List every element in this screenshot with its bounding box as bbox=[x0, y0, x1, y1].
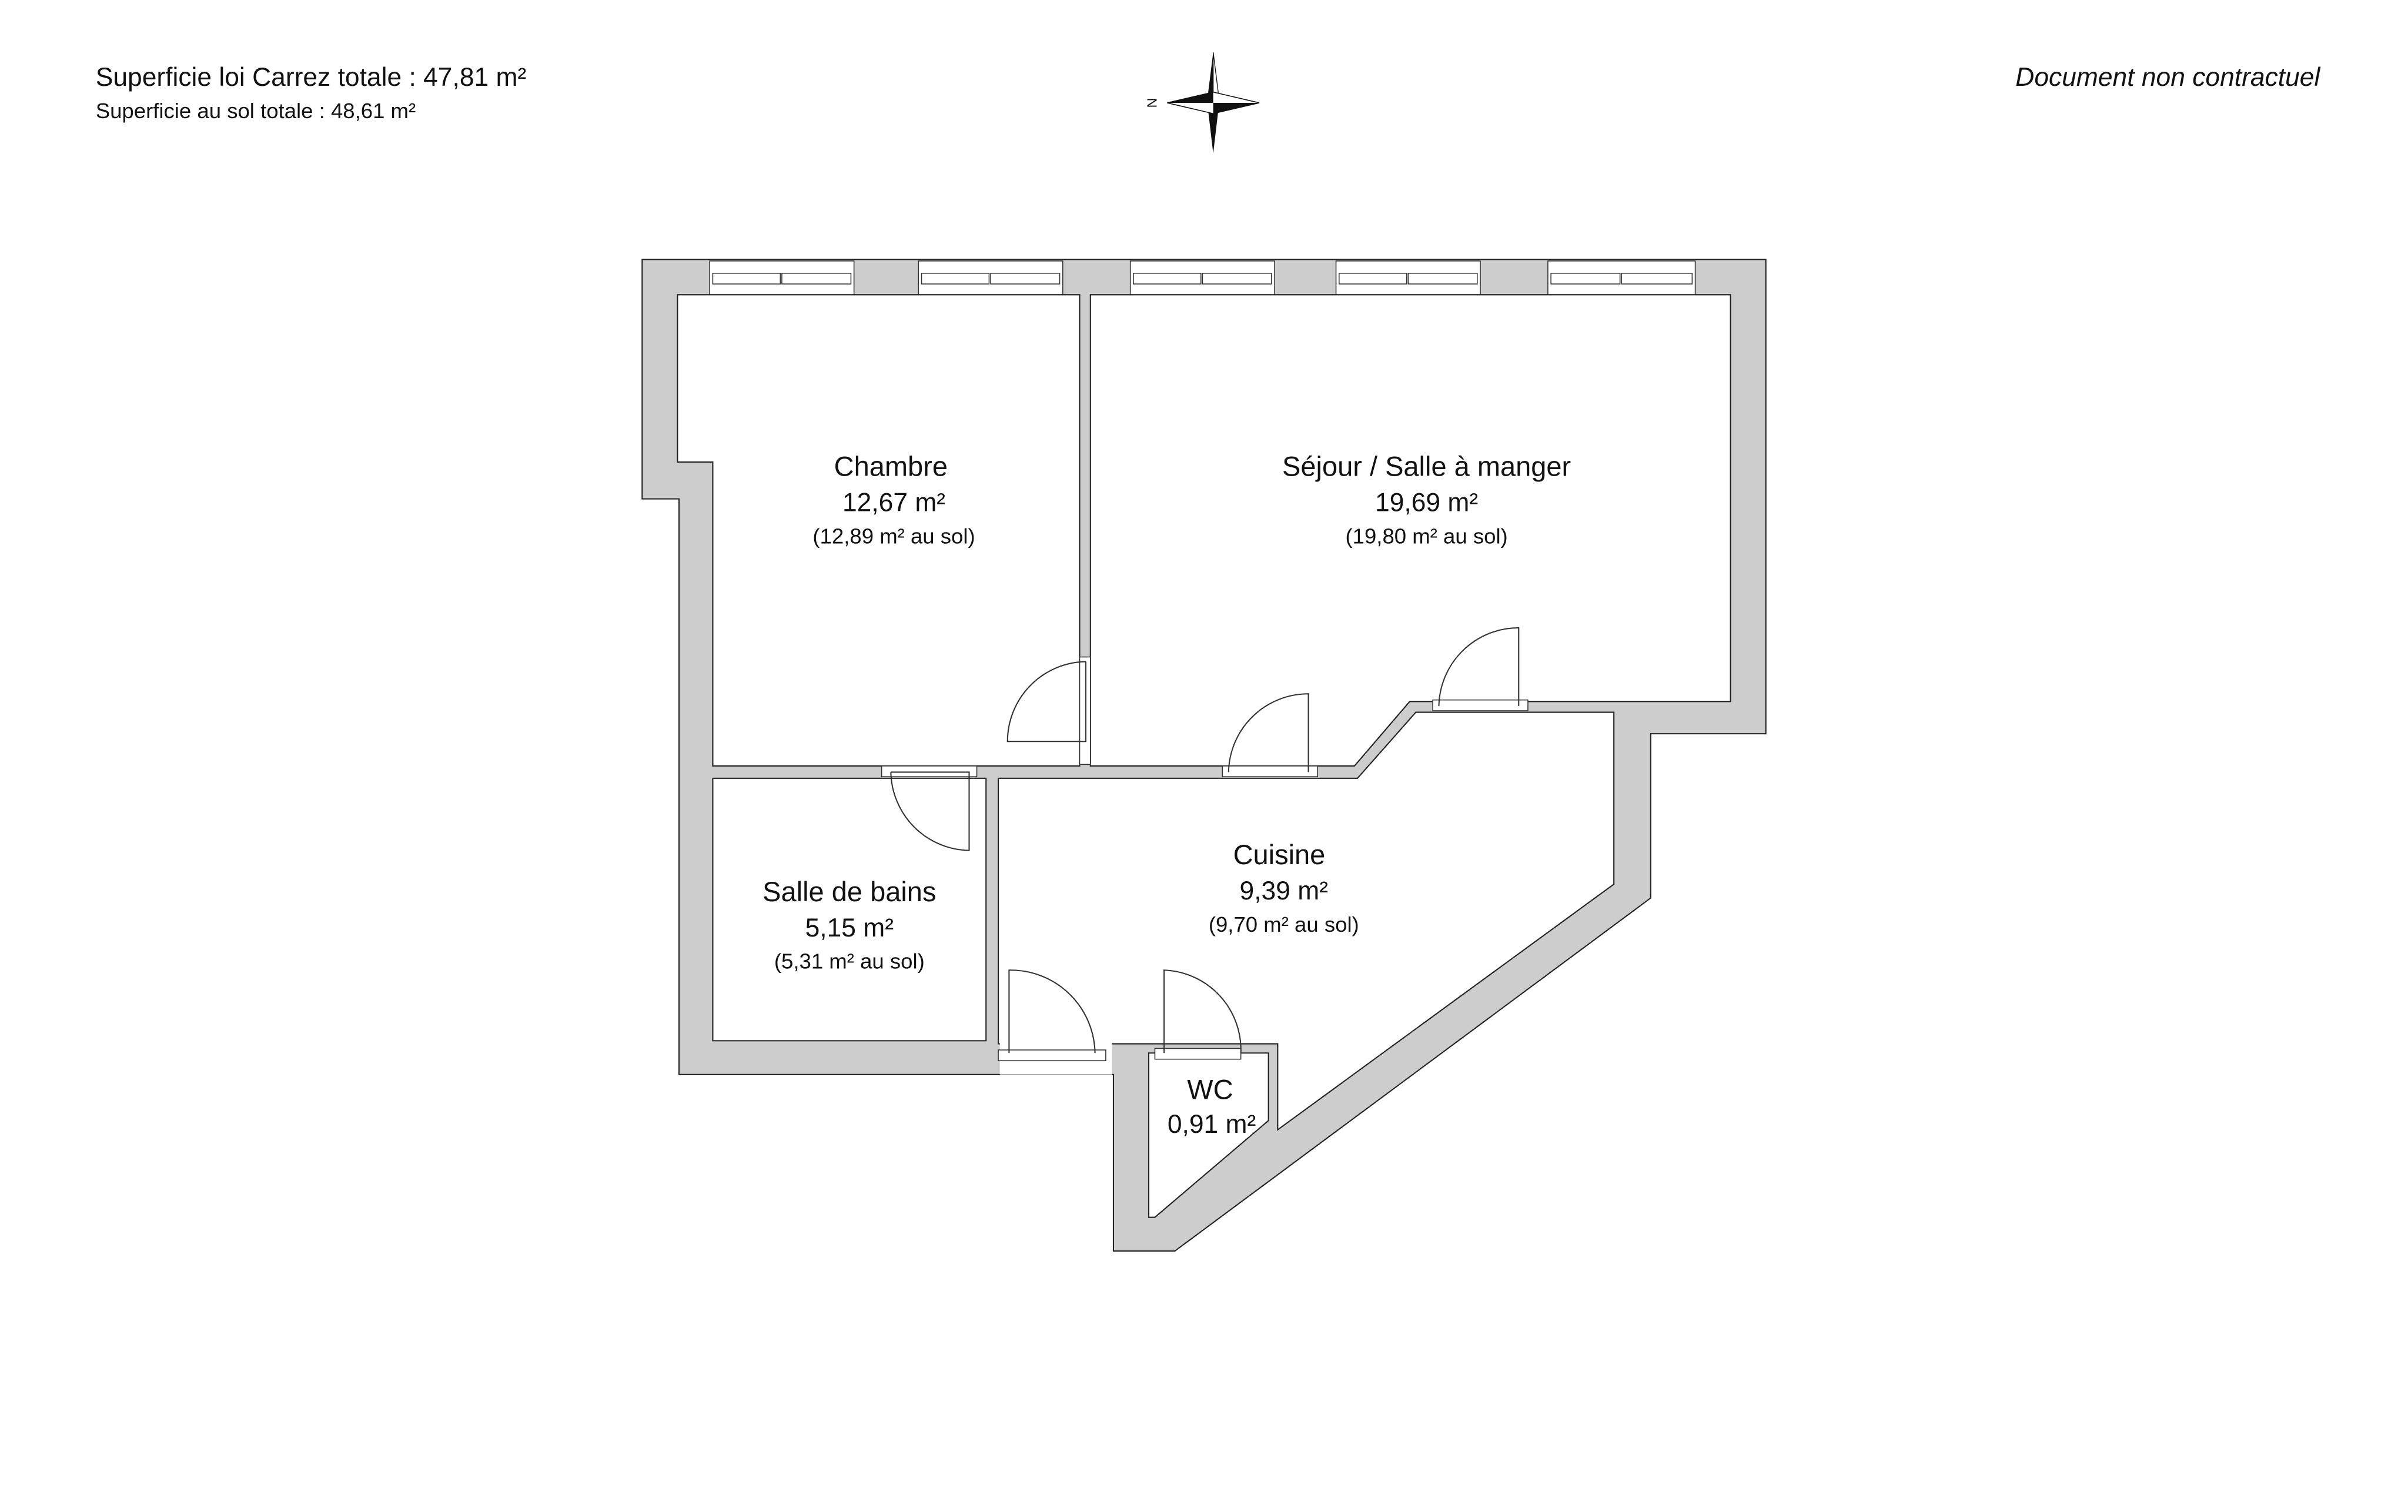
cuisine-area: 9,39 m² bbox=[1240, 877, 1328, 905]
room-chambre bbox=[677, 294, 1081, 767]
chambre-area: 12,67 m² bbox=[842, 489, 945, 517]
chambre-name: Chambre bbox=[834, 450, 948, 481]
compass-north-label: N bbox=[1144, 98, 1159, 108]
compass-icon: N bbox=[1144, 52, 1260, 154]
windows bbox=[709, 260, 1696, 296]
cuisine-name: Cuisine bbox=[1233, 839, 1326, 870]
room-salle-de-bains bbox=[712, 777, 987, 1042]
sejour-area: 19,69 m² bbox=[1375, 489, 1478, 517]
chambre-sol: (12,89 m² au sol) bbox=[812, 524, 975, 548]
wc-name: WC bbox=[1187, 1074, 1233, 1105]
room-sejour bbox=[1089, 294, 1731, 767]
doors bbox=[881, 627, 1529, 1062]
wc-area: 0,91 m² bbox=[1168, 1110, 1256, 1139]
cuisine-sol: (9,70 m² au sol) bbox=[1209, 912, 1359, 936]
sdb-area: 5,15 m² bbox=[805, 914, 894, 942]
sejour-sol: (19,80 m² au sol) bbox=[1345, 524, 1507, 548]
room-wc bbox=[1148, 1052, 1269, 1218]
sdb-sol: (5,31 m² au sol) bbox=[774, 949, 925, 974]
carrez-total: Superficie loi Carrez totale : 47,81 m² bbox=[96, 63, 527, 92]
disclaimer: Document non contractuel bbox=[2015, 63, 2320, 92]
sdb-name: Salle de bains bbox=[762, 876, 936, 907]
sejour-name: Séjour / Salle à manger bbox=[1282, 450, 1571, 481]
sol-total: Superficie au sol totale : 48,61 m² bbox=[96, 99, 416, 123]
